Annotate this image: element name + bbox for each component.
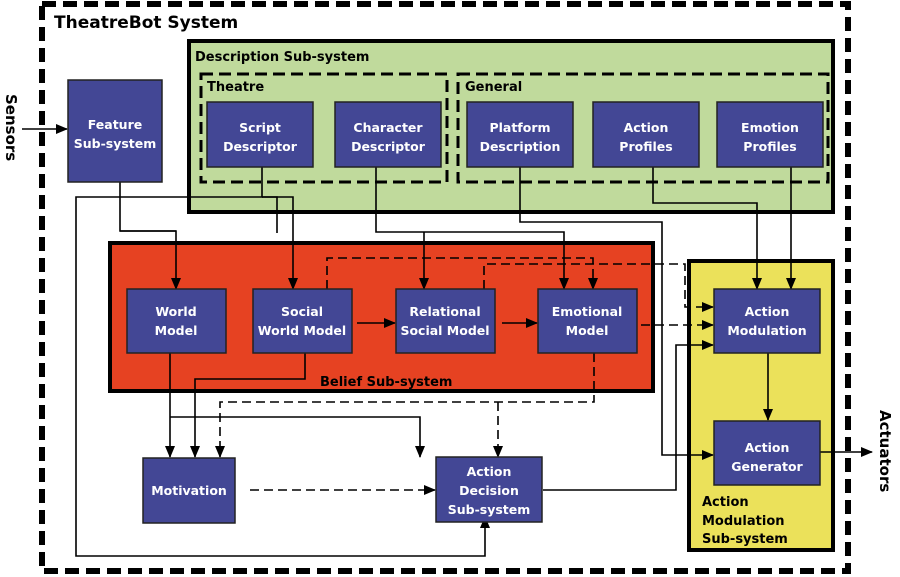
script-bus-right [262,196,298,290]
motivation-label: Motivation [151,483,227,498]
sensors-label: Sensors [2,94,20,161]
emotional-model-label: Model [566,323,609,338]
script-to-social-world [75,167,490,557]
social-world-model-label: Social [281,304,323,319]
actuators-label: Actuators [876,410,894,492]
emotional-dashed-down [215,353,595,458]
motivation-box[interactable] [142,457,236,524]
emotion-profiles-box[interactable] [716,101,824,168]
social-world-to-motivation [190,353,306,458]
character-descriptor-box[interactable] [334,101,442,168]
platform-label: Platform [489,120,550,135]
action-decision-label: Sub-system [448,502,531,517]
decision-to-action-modulation [543,340,714,491]
emotional-model-label: Emotional [552,304,623,319]
feature-label: Feature [88,117,142,132]
belief-subsystem-label: Belief Sub-system [320,375,452,390]
script-descriptor-box[interactable] [206,101,314,168]
system-title: TheatreBot System [54,13,238,33]
relational-social-model-box[interactable] [395,288,496,354]
general-group-label: General [465,80,522,95]
connections [22,124,873,557]
action-profiles-to-modulation [652,167,762,290]
theatre-group-label: Theatre [207,80,264,95]
emotional-model-box[interactable] [537,288,638,354]
action-modulation-label: Modulation [727,323,806,338]
action-profiles-label: Action [624,120,669,135]
relational-social-model-label: Relational [409,304,480,319]
relational-dashed-to-modulation [483,263,714,312]
character-label: Descriptor [351,139,426,154]
dashed-connections [215,257,714,495]
world-model-label: World [155,304,196,319]
social-world-dashed-to-emotional [326,257,598,290]
general-group [456,72,830,184]
feature-subsystem-box[interactable] [67,79,163,183]
character-to-relational [375,167,569,290]
action-generator-label: Action [745,440,790,455]
theatre-group [199,72,449,184]
world-model-box[interactable] [126,288,227,354]
theatrebot-system-border [39,1,851,574]
modules [67,79,824,524]
action-modulation-box[interactable] [713,288,821,354]
social-world-model-label: World Model [258,323,346,338]
action-modulation-subsystem-label: Action [702,495,749,510]
world-model-to-decision [170,416,425,458]
emotion-profiles-label: Profiles [743,139,796,154]
relational-social-model-label: Social Model [400,323,489,338]
description-subsystem-label: Description Sub-system [195,50,369,65]
action-generator-label: Generator [731,459,803,474]
action-decision-box[interactable] [435,456,543,523]
action-modulation-subsystem-label: Sub-system [702,532,788,547]
platform-label: Description [480,139,561,154]
action-decision-label: Decision [459,483,519,498]
social-world-model-box[interactable] [252,288,353,354]
action-modulation-subsystem-label: Modulation [702,514,785,529]
world-model-label: Model [155,323,198,338]
action-decision-label: Action [467,464,512,479]
emotion-profiles-label: Emotion [741,120,799,135]
platform-description-box[interactable] [466,101,574,168]
character-label: Character [353,120,423,135]
script-label: Descriptor [223,139,298,154]
action-profiles-box[interactable] [592,101,700,168]
action-modulation-label: Action [745,304,790,319]
platform-to-action-generator [519,167,714,460]
action-generator-box[interactable] [713,420,821,486]
script-label: Script [239,120,281,135]
feature-label: Sub-system [74,136,157,151]
action-profiles-label: Profiles [619,139,672,154]
